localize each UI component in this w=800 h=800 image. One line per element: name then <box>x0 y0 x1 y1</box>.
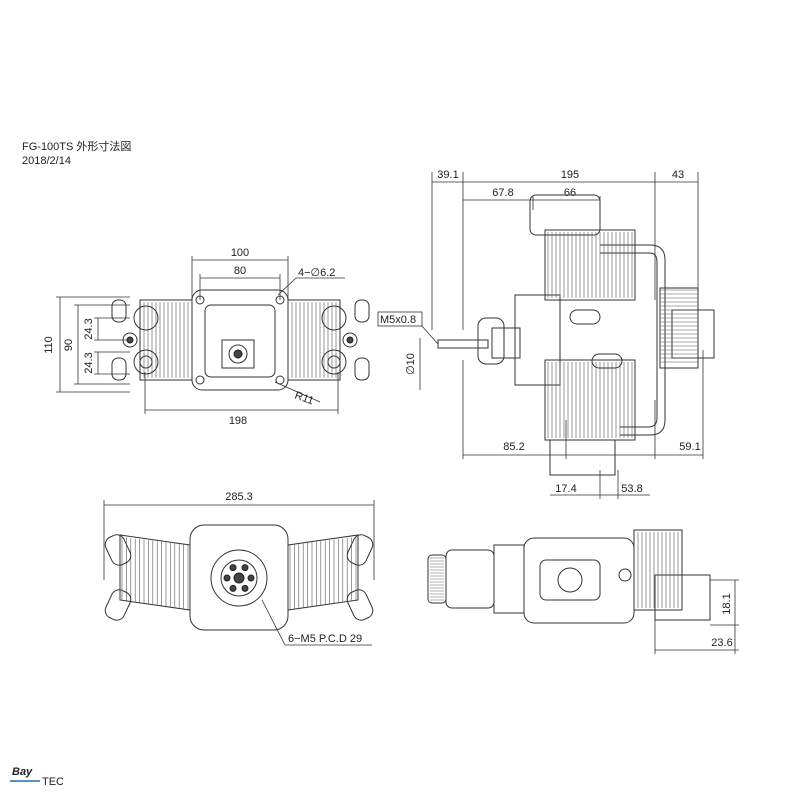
mounting-hole <box>229 584 237 592</box>
side-dim-66: 66 <box>564 187 576 199</box>
front-dim-198: 198 <box>229 415 247 427</box>
front-dim-24-upper: 24.3 <box>83 318 95 339</box>
drawing-date: 2018/2/14 <box>22 155 71 167</box>
side-dim-shaft: ∅10 <box>405 353 417 375</box>
side-dim-thread: M5x0.8 <box>380 314 416 326</box>
front-dim-80: 80 <box>234 265 246 277</box>
logo-text: Bay <box>12 766 33 778</box>
mounting-hole <box>241 564 249 572</box>
logo-sub: TEC <box>42 776 63 788</box>
title-block: FG-100TS 外形寸法図 2018/2/14 <box>22 140 131 168</box>
side-dim-59: 59.1 <box>679 441 700 453</box>
mounting-hole <box>241 584 249 592</box>
front-dim-24-lower: 24.3 <box>83 352 95 373</box>
side-dim-17: 17.4 <box>555 483 576 495</box>
top-dim-pcd: 6−M5 P.C.D 29 <box>288 633 362 645</box>
mounting-hole <box>247 574 255 582</box>
top-dim-285: 285.3 <box>225 491 253 503</box>
side-dim-43: 43 <box>672 169 684 181</box>
front-view: 100 80 4−∅6.2 110 90 24.3 24.3 198 <box>43 247 370 427</box>
side-dim-67: 67.8 <box>492 187 513 199</box>
front-dim-r11: R11 <box>293 390 315 408</box>
front-dim-holes: 4−∅6.2 <box>298 267 335 279</box>
front-dim-90: 90 <box>63 339 75 351</box>
bottom-dim-18: 18.1 <box>721 593 733 614</box>
side-dim-85: 85.2 <box>503 441 524 453</box>
side-dim-53: 53.8 <box>621 483 642 495</box>
bottom-dim-23: 23.6 <box>711 637 732 649</box>
bottom-view: 18.1 23.6 <box>427 529 739 654</box>
front-dim-100: 100 <box>231 247 249 259</box>
mounting-hole <box>229 564 237 572</box>
drawing-title: FG-100TS 外形寸法図 <box>22 141 132 153</box>
top-view: 285.3 6−M5 P.C.D 29 <box>103 491 375 646</box>
mounting-hole <box>223 574 231 582</box>
front-dim-110: 110 <box>43 336 55 354</box>
side-view: 39.1 195 43 67.8 66 M5x0.8 ∅10 85.2 59.1… <box>377 169 715 499</box>
side-dim-195: 195 <box>561 169 579 181</box>
side-dim-39: 39.1 <box>437 169 458 181</box>
bay-tec-logo: Bay TEC <box>8 745 64 795</box>
